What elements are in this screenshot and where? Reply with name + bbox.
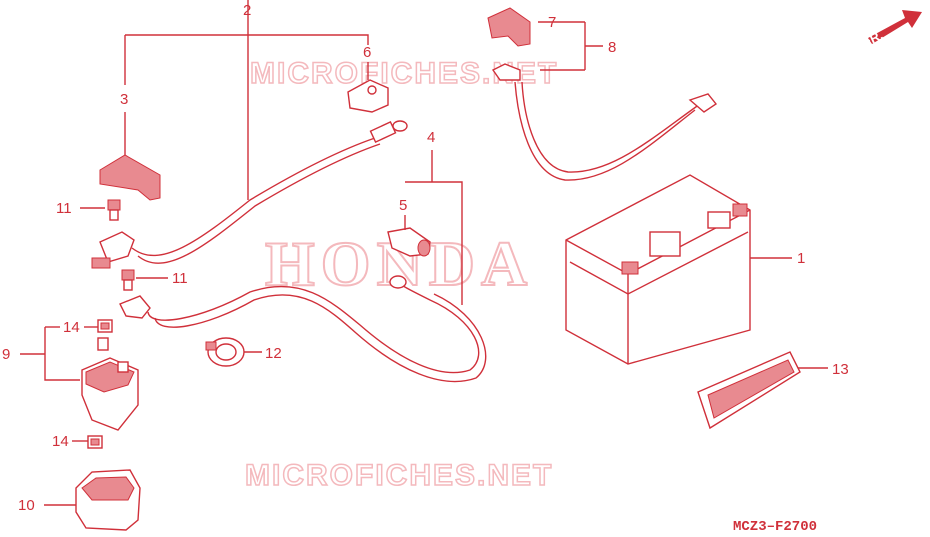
leader-9: [44, 327, 80, 381]
callout-11-upper: 11: [56, 200, 72, 217]
callout-10: 10: [18, 497, 35, 514]
callout-9: 9: [2, 346, 10, 363]
relay-cover: [75, 469, 141, 531]
battery: [565, 174, 751, 365]
fuse-upper: [97, 319, 113, 333]
battery-band: [697, 351, 801, 430]
leader-4: [405, 181, 463, 305]
diagram-code: MCZ3–F2700: [733, 519, 817, 535]
starter-relay: [81, 337, 139, 431]
callout-6: 6: [363, 44, 371, 61]
negative-terminal-cover: [487, 7, 531, 47]
callout-14-upper: 14: [63, 319, 80, 336]
battery-negative-cable: [119, 275, 487, 383]
bolt-upper: [107, 199, 121, 221]
callout-8: 8: [608, 39, 616, 56]
callout-12: 12: [265, 345, 282, 362]
bolt-lower: [121, 269, 135, 291]
callout-13: 13: [832, 361, 849, 378]
callout-11-lower: 11: [172, 270, 188, 287]
terminal-boot: [387, 227, 431, 257]
callout-5: 5: [399, 197, 407, 214]
positive-terminal-cover: [99, 154, 161, 201]
site-watermark-bottom: MICROFICHES.NET: [245, 459, 553, 492]
negative-sub-cable: [491, 63, 718, 181]
callout-1: 1: [797, 250, 805, 267]
callout-3: 3: [120, 91, 128, 108]
callout-14-lower: 14: [52, 433, 69, 450]
fuse-lower: [87, 435, 103, 449]
callout-2: 2: [243, 2, 251, 19]
band: [205, 337, 245, 367]
battery-positive-cable: [91, 120, 408, 269]
front-direction-label: FR.: [860, 27, 885, 49]
terminal-cap: [347, 79, 389, 113]
callout-4: 4: [427, 129, 435, 146]
callout-7: 7: [548, 14, 556, 31]
front-direction-arrow: FR.: [860, 10, 922, 50]
leader-2-3-6: [125, 34, 369, 45]
